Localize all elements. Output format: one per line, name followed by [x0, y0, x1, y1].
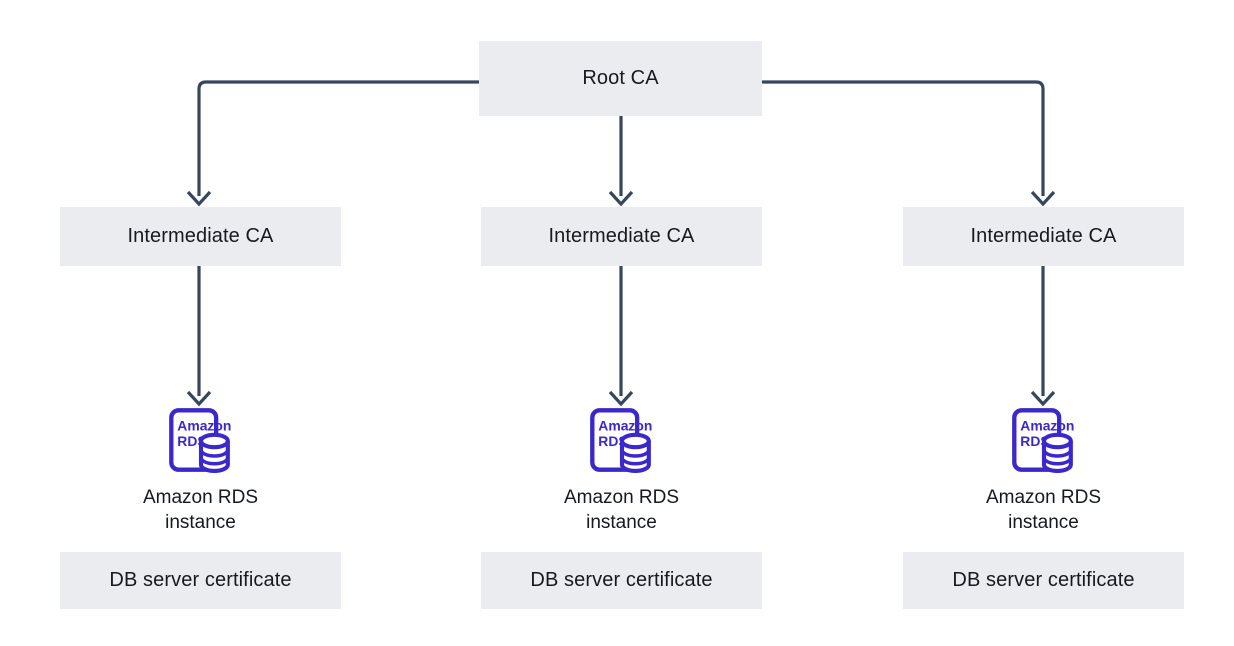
- amazon-rds-icon: Amazon RDS: [168, 408, 231, 473]
- rds-icon-text-amazon: Amazon: [1020, 418, 1074, 434]
- intermediate-ca-label-3: Intermediate CA: [970, 225, 1117, 247]
- arrowhead-to-intermediate-2: [608, 190, 634, 207]
- rds-instance-label-2: Amazon RDS instance: [563, 487, 680, 534]
- db-server-certificate-box-1: DB server certificate: [60, 552, 341, 609]
- rds-icon-database-cylinder: [1041, 432, 1073, 473]
- rds-instance-label-1: Amazon RDS instance: [142, 487, 259, 534]
- rds-icon-database-cylinder: [619, 432, 651, 473]
- rds-icon-text-amazon: Amazon: [598, 418, 652, 434]
- amazon-rds-icon: Amazon RDS: [589, 408, 652, 473]
- amazon-rds-icon: Amazon RDS: [1011, 408, 1074, 473]
- arrowhead-to-rds-2: [608, 390, 634, 407]
- root-ca-label: Root CA: [582, 67, 659, 89]
- connector-root-to-intermediate-1: [197, 80, 479, 196]
- rds-icon-database-cylinder: [198, 432, 230, 473]
- intermediate-ca-box-1: Intermediate CA: [60, 207, 341, 266]
- arrowhead-to-intermediate-1: [186, 190, 212, 207]
- arrowhead-to-rds-3: [1030, 390, 1056, 407]
- db-server-certificate-label-1: DB server certificate: [109, 569, 292, 591]
- intermediate-ca-label-1: Intermediate CA: [127, 225, 274, 247]
- rds-icon-text-amazon: Amazon: [177, 418, 231, 434]
- intermediate-ca-box-3: Intermediate CA: [903, 207, 1184, 266]
- db-server-certificate-box-3: DB server certificate: [903, 552, 1184, 609]
- rds-instance-group-3: Amazon RDS Amazon RDS instance: [903, 407, 1184, 535]
- root-ca-box: Root CA: [479, 41, 762, 116]
- connector-root-to-intermediate-3: [762, 80, 1045, 196]
- rds-instance-group-2: Amazon RDS Amazon RDS instance: [481, 407, 762, 535]
- db-server-certificate-box-2: DB server certificate: [481, 552, 762, 609]
- rds-instance-group-1: Amazon RDS Amazon RDS instance: [60, 407, 341, 535]
- rds-instance-label-3: Amazon RDS instance: [985, 487, 1102, 534]
- intermediate-ca-box-2: Intermediate CA: [481, 207, 762, 266]
- intermediate-ca-label-2: Intermediate CA: [548, 225, 695, 247]
- arrowhead-to-rds-1: [186, 390, 212, 407]
- db-server-certificate-label-3: DB server certificate: [952, 569, 1135, 591]
- db-server-certificate-label-2: DB server certificate: [530, 569, 713, 591]
- arrowhead-to-intermediate-3: [1030, 190, 1056, 207]
